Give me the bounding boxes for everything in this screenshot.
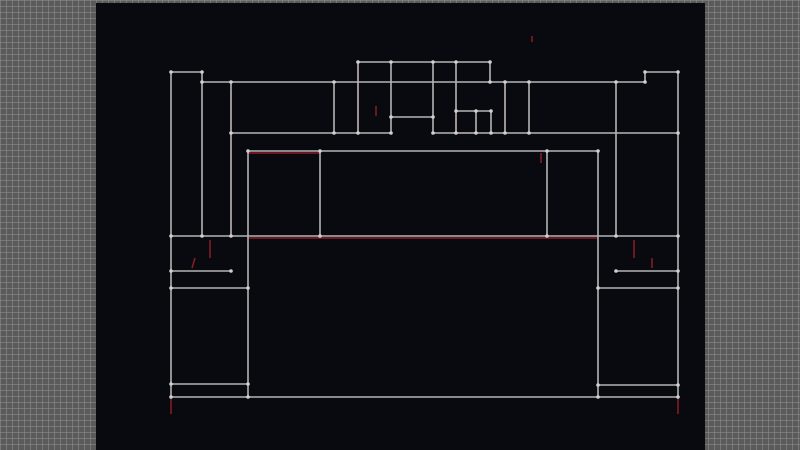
guide-line[interactable] (191, 257, 196, 269)
vertex-handle[interactable] (200, 80, 204, 84)
vertex-handle[interactable] (614, 80, 618, 84)
vertex-handle[interactable] (596, 286, 600, 290)
vertex-handle[interactable] (169, 234, 173, 238)
vertex-handle[interactable] (332, 131, 336, 135)
vertex-handle[interactable] (229, 269, 233, 273)
vertex-handle[interactable] (676, 131, 680, 135)
vertex-handle[interactable] (389, 60, 393, 64)
vertex-handle[interactable] (614, 269, 618, 273)
drawing-canvas[interactable] (96, 3, 705, 450)
vertex-handle[interactable] (356, 60, 360, 64)
vertex-handle[interactable] (503, 131, 507, 135)
vertex-handle[interactable] (545, 234, 549, 238)
vertex-handle[interactable] (246, 382, 250, 386)
vertex-handle[interactable] (676, 383, 680, 387)
vertex-handle[interactable] (246, 395, 250, 399)
vertex-handle[interactable] (596, 383, 600, 387)
vertex-handle[interactable] (489, 131, 493, 135)
vertex-handle[interactable] (488, 80, 492, 84)
vertex-handle[interactable] (318, 149, 322, 153)
vertex-handle[interactable] (454, 131, 458, 135)
vertex-handle[interactable] (643, 80, 647, 84)
vertex-handle[interactable] (246, 149, 250, 153)
vertex-handle[interactable] (676, 234, 680, 238)
vertex-handle[interactable] (169, 395, 173, 399)
vertex-handle[interactable] (503, 80, 507, 84)
vertex-handle[interactable] (169, 70, 173, 74)
vertex-handle[interactable] (431, 60, 435, 64)
vertex-handle[interactable] (527, 80, 531, 84)
vertex-handle[interactable] (229, 234, 233, 238)
vertex-handle[interactable] (229, 80, 233, 84)
vertex-handle[interactable] (614, 234, 618, 238)
vertex-handle[interactable] (474, 131, 478, 135)
vertex-handle[interactable] (454, 60, 458, 64)
vertex-handle[interactable] (474, 109, 478, 113)
vertex-handle[interactable] (676, 70, 680, 74)
vertex-handle[interactable] (246, 286, 250, 290)
vertex-handle[interactable] (169, 286, 173, 290)
vertex-handle[interactable] (545, 149, 549, 153)
vertex-handle[interactable] (318, 234, 322, 238)
vertex-handle[interactable] (676, 269, 680, 273)
vertex-handle[interactable] (332, 80, 336, 84)
vertex-handle[interactable] (169, 269, 173, 273)
vertex-handle[interactable] (676, 395, 680, 399)
vertex-handle[interactable] (643, 70, 647, 74)
vertex-handle[interactable] (527, 131, 531, 135)
vertex-handle[interactable] (229, 131, 233, 135)
vertex-handle[interactable] (431, 115, 435, 119)
vertex-handle[interactable] (676, 286, 680, 290)
vertex-handle[interactable] (596, 149, 600, 153)
vertex-handle[interactable] (356, 131, 360, 135)
vertex-handle[interactable] (389, 115, 393, 119)
vertex-handle[interactable] (596, 395, 600, 399)
vertex-handle[interactable] (169, 382, 173, 386)
vertex-handle[interactable] (200, 70, 204, 74)
vertex-handle[interactable] (454, 109, 458, 113)
vertex-handle[interactable] (431, 131, 435, 135)
vertex-handle[interactable] (489, 109, 493, 113)
vertex-handle[interactable] (200, 234, 204, 238)
vertex-handle[interactable] (389, 131, 393, 135)
vertex-handle[interactable] (488, 60, 492, 64)
